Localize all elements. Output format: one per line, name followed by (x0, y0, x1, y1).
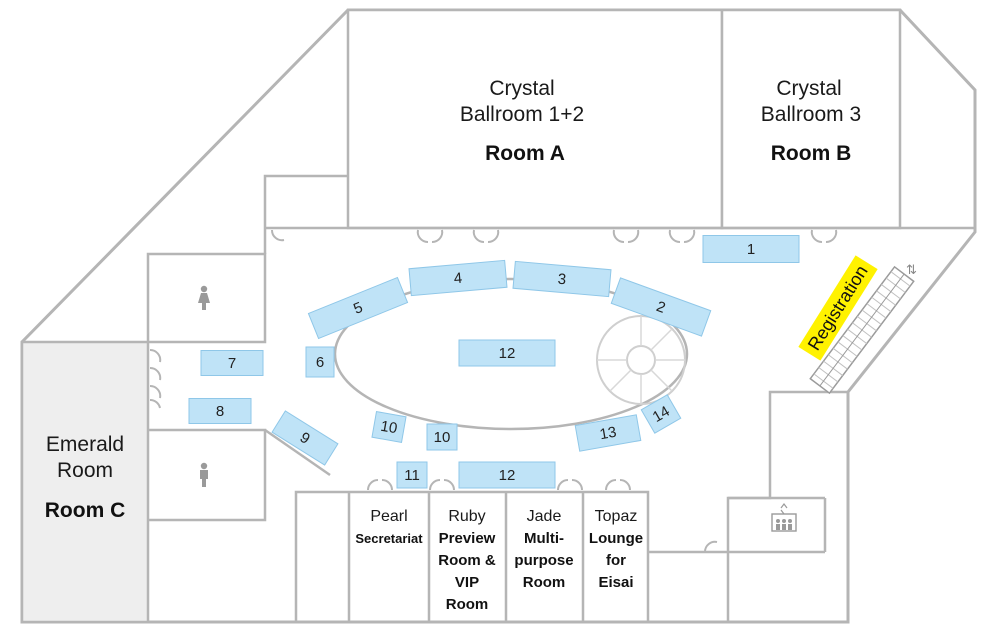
female-restroom-icon (198, 285, 210, 310)
booth-number-label: 1 (747, 241, 755, 258)
booth-9[interactable]: 9 (271, 410, 339, 466)
booth-rect[interactable] (371, 411, 407, 443)
wall (264, 428, 331, 477)
booth-number-label: 12 (499, 467, 516, 484)
booth-rect[interactable] (610, 277, 712, 337)
male-restroom-icon (200, 462, 208, 487)
booth-10b[interactable]: 10 (426, 423, 458, 451)
booth-number-label: 4 (453, 270, 463, 288)
elevator-icon (771, 503, 797, 532)
booth-rect[interactable] (458, 339, 556, 367)
room-a-label: Room A (485, 142, 565, 165)
booth-rect[interactable] (512, 260, 612, 298)
bottom-rooms-block (294, 490, 650, 622)
booth-2[interactable]: 2 (610, 277, 712, 337)
crystal-ballroom-3-name-line1: Crystal (776, 77, 841, 100)
jade-room-use-line2: purpose (514, 552, 573, 569)
emerald-room-name-line2: Room (57, 459, 113, 482)
booth-number-label: 7 (228, 355, 236, 372)
ruby-room-name: Ruby (448, 508, 485, 525)
booth-5[interactable]: 5 (307, 276, 409, 340)
booth-number-label: 14 (650, 403, 673, 426)
ruby-room-use-line4: Room (446, 596, 489, 613)
booth-number-label: 10 (379, 418, 398, 438)
topaz-room-name: Topaz (595, 508, 638, 525)
booth-number-label: 13 (598, 424, 617, 444)
jade-room-use-line1: Multi- (524, 530, 564, 547)
booth-rect[interactable] (426, 423, 458, 451)
booth-rect[interactable] (702, 235, 800, 263)
booth-rect[interactable] (640, 394, 682, 434)
jade-room-use-line3: Room (523, 574, 566, 591)
escalator-symbol: ⇅ (906, 263, 917, 278)
booth-3[interactable]: 3 (512, 260, 612, 298)
crystal-ballroom-1-2-area[interactable] (346, 8, 724, 230)
booth-6[interactable]: 6 (305, 346, 335, 378)
crystal-ballroom-1-2-name-line1: Crystal (489, 77, 554, 100)
wall (263, 174, 348, 228)
booth-rect[interactable] (200, 350, 264, 376)
booth-10a[interactable]: 10 (371, 411, 407, 443)
doors (149, 229, 838, 553)
booth-number-label: 11 (404, 467, 420, 484)
topaz-room-use-line2: for (606, 552, 626, 569)
spiral-staircase-icon (596, 315, 686, 405)
booth-number-label: 3 (557, 271, 567, 289)
room-c-label: Room C (45, 499, 126, 522)
topaz-room-use-line1: Lounge (589, 530, 643, 547)
crystal-ballroom-1-2-name-line2: Ballroom 1+2 (460, 103, 584, 126)
booth-14[interactable]: 14 (640, 394, 682, 434)
booth-rect[interactable] (408, 259, 508, 297)
booth-rect[interactable] (271, 410, 339, 466)
emerald-room-name-line1: Emerald (46, 433, 124, 456)
crystal-ballroom-3-name-line2: Ballroom 3 (761, 103, 861, 126)
ruby-room-use-line3: VIP (455, 574, 479, 591)
topaz-room-use-line3: Eisai (598, 574, 633, 591)
booth-13[interactable]: 13 (574, 414, 642, 452)
pearl-room-use: Secretariat (355, 531, 423, 546)
booth-12b[interactable]: 12 (458, 461, 556, 489)
booth-rect[interactable] (307, 276, 409, 340)
booth-number-label: 8 (216, 403, 224, 420)
booth-4[interactable]: 4 (408, 259, 508, 297)
jade-room-name: Jade (527, 508, 562, 525)
booth-rect[interactable] (305, 346, 335, 378)
booth-12a[interactable]: 12 (458, 339, 556, 367)
booth-rect[interactable] (574, 414, 642, 452)
booth-number-label: 6 (316, 354, 324, 371)
emerald-room-area[interactable] (20, 340, 150, 624)
booth-rect[interactable] (188, 398, 252, 424)
booth-rect[interactable] (396, 461, 428, 489)
room-b-label: Room B (771, 142, 852, 165)
booth-8[interactable]: 8 (188, 398, 252, 424)
ruby-room-use-line1: Preview (439, 530, 496, 547)
pearl-room-name: Pearl (370, 508, 407, 525)
restroom-men-block (148, 428, 267, 522)
escalator-icon (809, 265, 915, 395)
booth-rect[interactable] (458, 461, 556, 489)
ruby-room-use-line2: Room & (438, 552, 496, 569)
booth-number-label: 12 (499, 345, 516, 362)
booth-11[interactable]: 11 (396, 461, 428, 489)
booth-7[interactable]: 7 (200, 350, 264, 376)
booth-number-label: 10 (434, 429, 451, 446)
wall (899, 9, 976, 91)
booth-1[interactable]: 1 (702, 235, 800, 263)
